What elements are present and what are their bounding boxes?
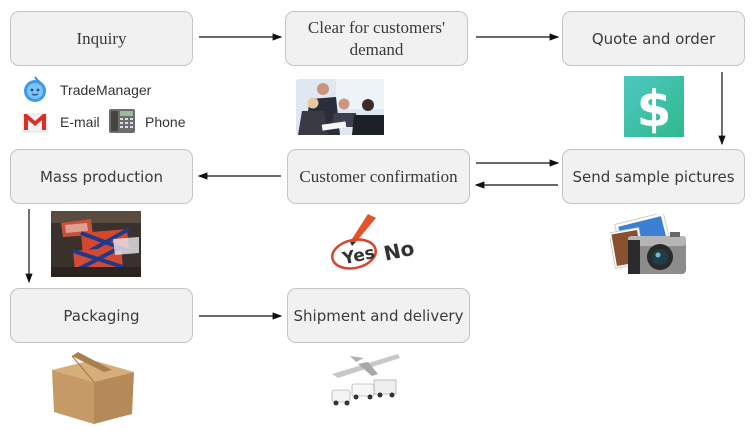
step-clear-demand-label: Clear for customers' demand <box>307 17 446 59</box>
step-inquiry[interactable]: Inquiry <box>10 11 193 66</box>
cardboard-box-icon <box>52 352 134 424</box>
telephone-icon <box>109 109 135 133</box>
trademanager-label: TradeManager <box>60 82 152 98</box>
step-inquiry-label: Inquiry <box>76 28 127 48</box>
phone-label: Phone <box>145 114 186 130</box>
dollar-icon: $ <box>624 76 684 137</box>
step-quote-order-label: Quote and order <box>591 29 716 48</box>
camera-photos-icon <box>610 214 686 274</box>
step-send-sample-pictures[interactable]: Send sample pictures <box>562 149 745 204</box>
business-meeting-photo <box>296 79 384 135</box>
step-shipment-delivery-label: Shipment and delivery <box>293 306 464 325</box>
step-mass-production[interactable]: Mass production <box>10 149 193 204</box>
no-text: No <box>382 236 417 266</box>
trademanager-icon <box>24 76 46 102</box>
step-packaging-label: Packaging <box>63 306 140 325</box>
factory-photo <box>51 211 141 277</box>
yes-no-check-icon: Yes No <box>331 214 417 270</box>
step-clear-demand[interactable]: Clear for customers' demand <box>285 11 468 66</box>
yes-text: Yes <box>340 243 377 270</box>
gmail-icon <box>22 113 48 133</box>
email-label: E-mail <box>60 114 100 130</box>
step-shipment-delivery[interactable]: Shipment and delivery <box>287 288 470 343</box>
svg-text:$: $ <box>637 80 672 137</box>
step-quote-order[interactable]: Quote and order <box>562 11 745 66</box>
step-send-sample-pictures-label: Send sample pictures <box>572 167 735 186</box>
airplane-trucks-icon <box>331 354 400 406</box>
step-customer-confirmation[interactable]: Customer confirmation <box>287 149 470 204</box>
step-packaging[interactable]: Packaging <box>10 288 193 343</box>
step-mass-production-label: Mass production <box>39 167 164 186</box>
step-customer-confirmation-label: Customer confirmation <box>299 166 458 186</box>
